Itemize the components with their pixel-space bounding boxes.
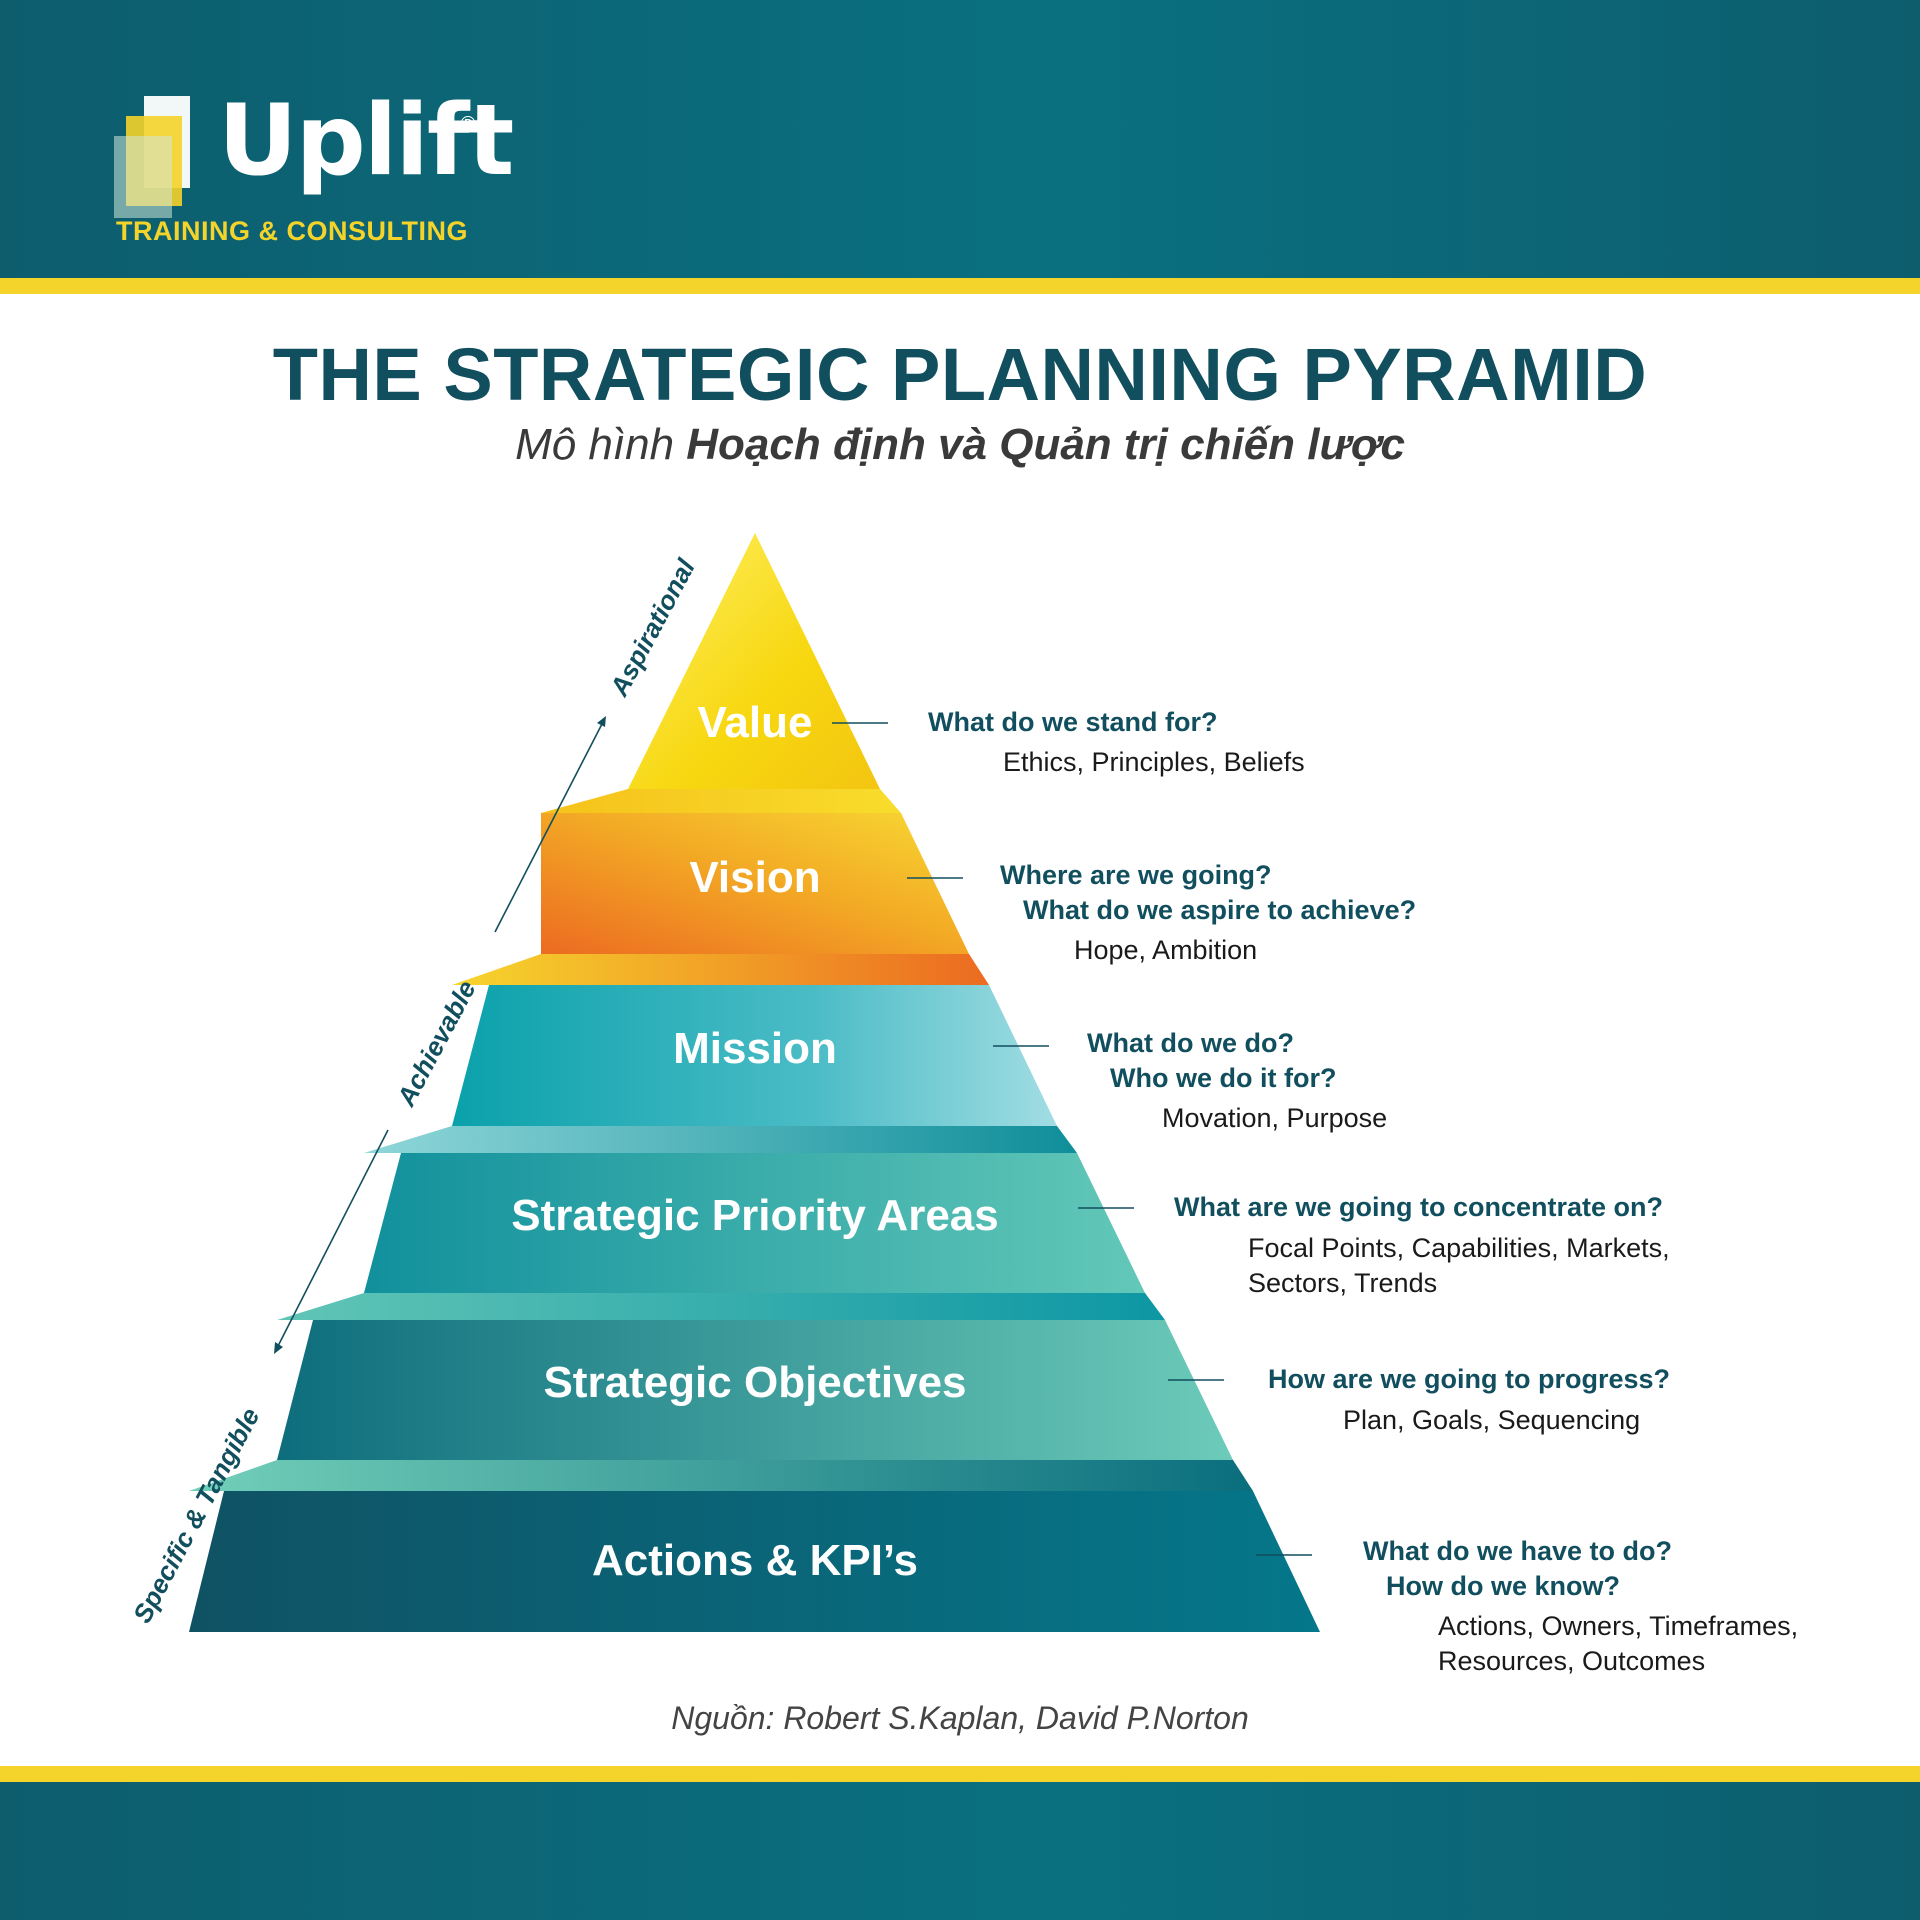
level-spa-label: Strategic Priority Areas <box>511 1191 998 1240</box>
value-question-1: What do we stand for? <box>928 707 1218 737</box>
side-arrow-down <box>276 1129 389 1349</box>
objectives-answer-1: Plan, Goals, Sequencing <box>1343 1405 1641 1435</box>
page-subtitle: Mô hình Hoạch định và Quản trị chiến lượ… <box>0 420 1920 470</box>
actions-answer-1: Actions, Owners, Timeframes, <box>1438 1611 1799 1641</box>
level-mission-shape <box>452 985 1057 1126</box>
level-objectives-label: Strategic Objectives <box>543 1358 966 1407</box>
connector-vision-mission <box>452 954 989 985</box>
level-value-label: Value <box>698 698 813 747</box>
logo-tagline: TRAINING & CONSULTING <box>116 216 468 246</box>
page-title: THE STRATEGIC PLANNING PYRAMID <box>272 333 1648 416</box>
mission-answer-1: Movation, Purpose <box>1162 1103 1388 1133</box>
subtitle-emphasis: Hoạch định và Quản trị chiến lược <box>686 420 1405 469</box>
side-arrow-up-head <box>597 716 606 727</box>
footer-band <box>0 1782 1920 1920</box>
connector-objectives-actions <box>189 1460 1253 1491</box>
actions-question-2: How do we know? <box>1386 1571 1620 1601</box>
connector-value-vision <box>541 789 901 813</box>
level-vision-shape <box>541 813 969 954</box>
side-arrow-down-head <box>274 1342 283 1354</box>
mission-question-1: What do we do? <box>1087 1028 1294 1058</box>
level-spa-shape <box>364 1153 1145 1293</box>
objectives-question-1: How are we going to progress? <box>1268 1364 1671 1394</box>
spa-answer-1: Focal Points, Capabilities, Markets, <box>1248 1233 1670 1263</box>
actions-answer-2: Resources, Outcomes <box>1438 1646 1706 1676</box>
connector-mission-spa <box>364 1126 1077 1153</box>
spa-question-1: What are we going to concentrate on? <box>1174 1192 1664 1222</box>
logo-registered-mark: ® <box>458 112 478 136</box>
level-actions-shape <box>189 1491 1320 1632</box>
level-objectives-shape <box>277 1320 1233 1460</box>
vision-question-1: Where are we going? <box>1000 860 1272 890</box>
actions-question-1: What do we have to do? <box>1363 1536 1672 1566</box>
connector-spa-objectives <box>277 1293 1165 1320</box>
level-value-shape <box>628 533 880 789</box>
header-band <box>0 0 1920 278</box>
vision-question-2: What do we aspire to achieve? <box>1023 895 1417 925</box>
level-vision-label: Vision <box>689 853 820 902</box>
footer-yellow-stripe <box>0 1766 1920 1782</box>
subtitle-prefix: Mô hình <box>515 420 675 469</box>
level-actions-label: Actions & KPI’s <box>592 1536 918 1585</box>
level-mission-label: Mission <box>673 1024 837 1073</box>
vision-answer-1: Hope, Ambition <box>1074 935 1258 965</box>
logo-mark-icon <box>114 96 190 218</box>
source-credit: Nguồn: Robert S.Kaplan, David P.Norton <box>671 1700 1249 1736</box>
spa-answer-2: Sectors, Trends <box>1248 1268 1438 1298</box>
logo-wordmark: Uplift <box>218 84 514 198</box>
value-answer-1: Ethics, Principles, Beliefs <box>1003 747 1305 777</box>
mission-question-2: Who we do it for? <box>1110 1063 1337 1093</box>
header-yellow-stripe <box>0 278 1920 294</box>
side-arrow-up <box>494 721 604 933</box>
